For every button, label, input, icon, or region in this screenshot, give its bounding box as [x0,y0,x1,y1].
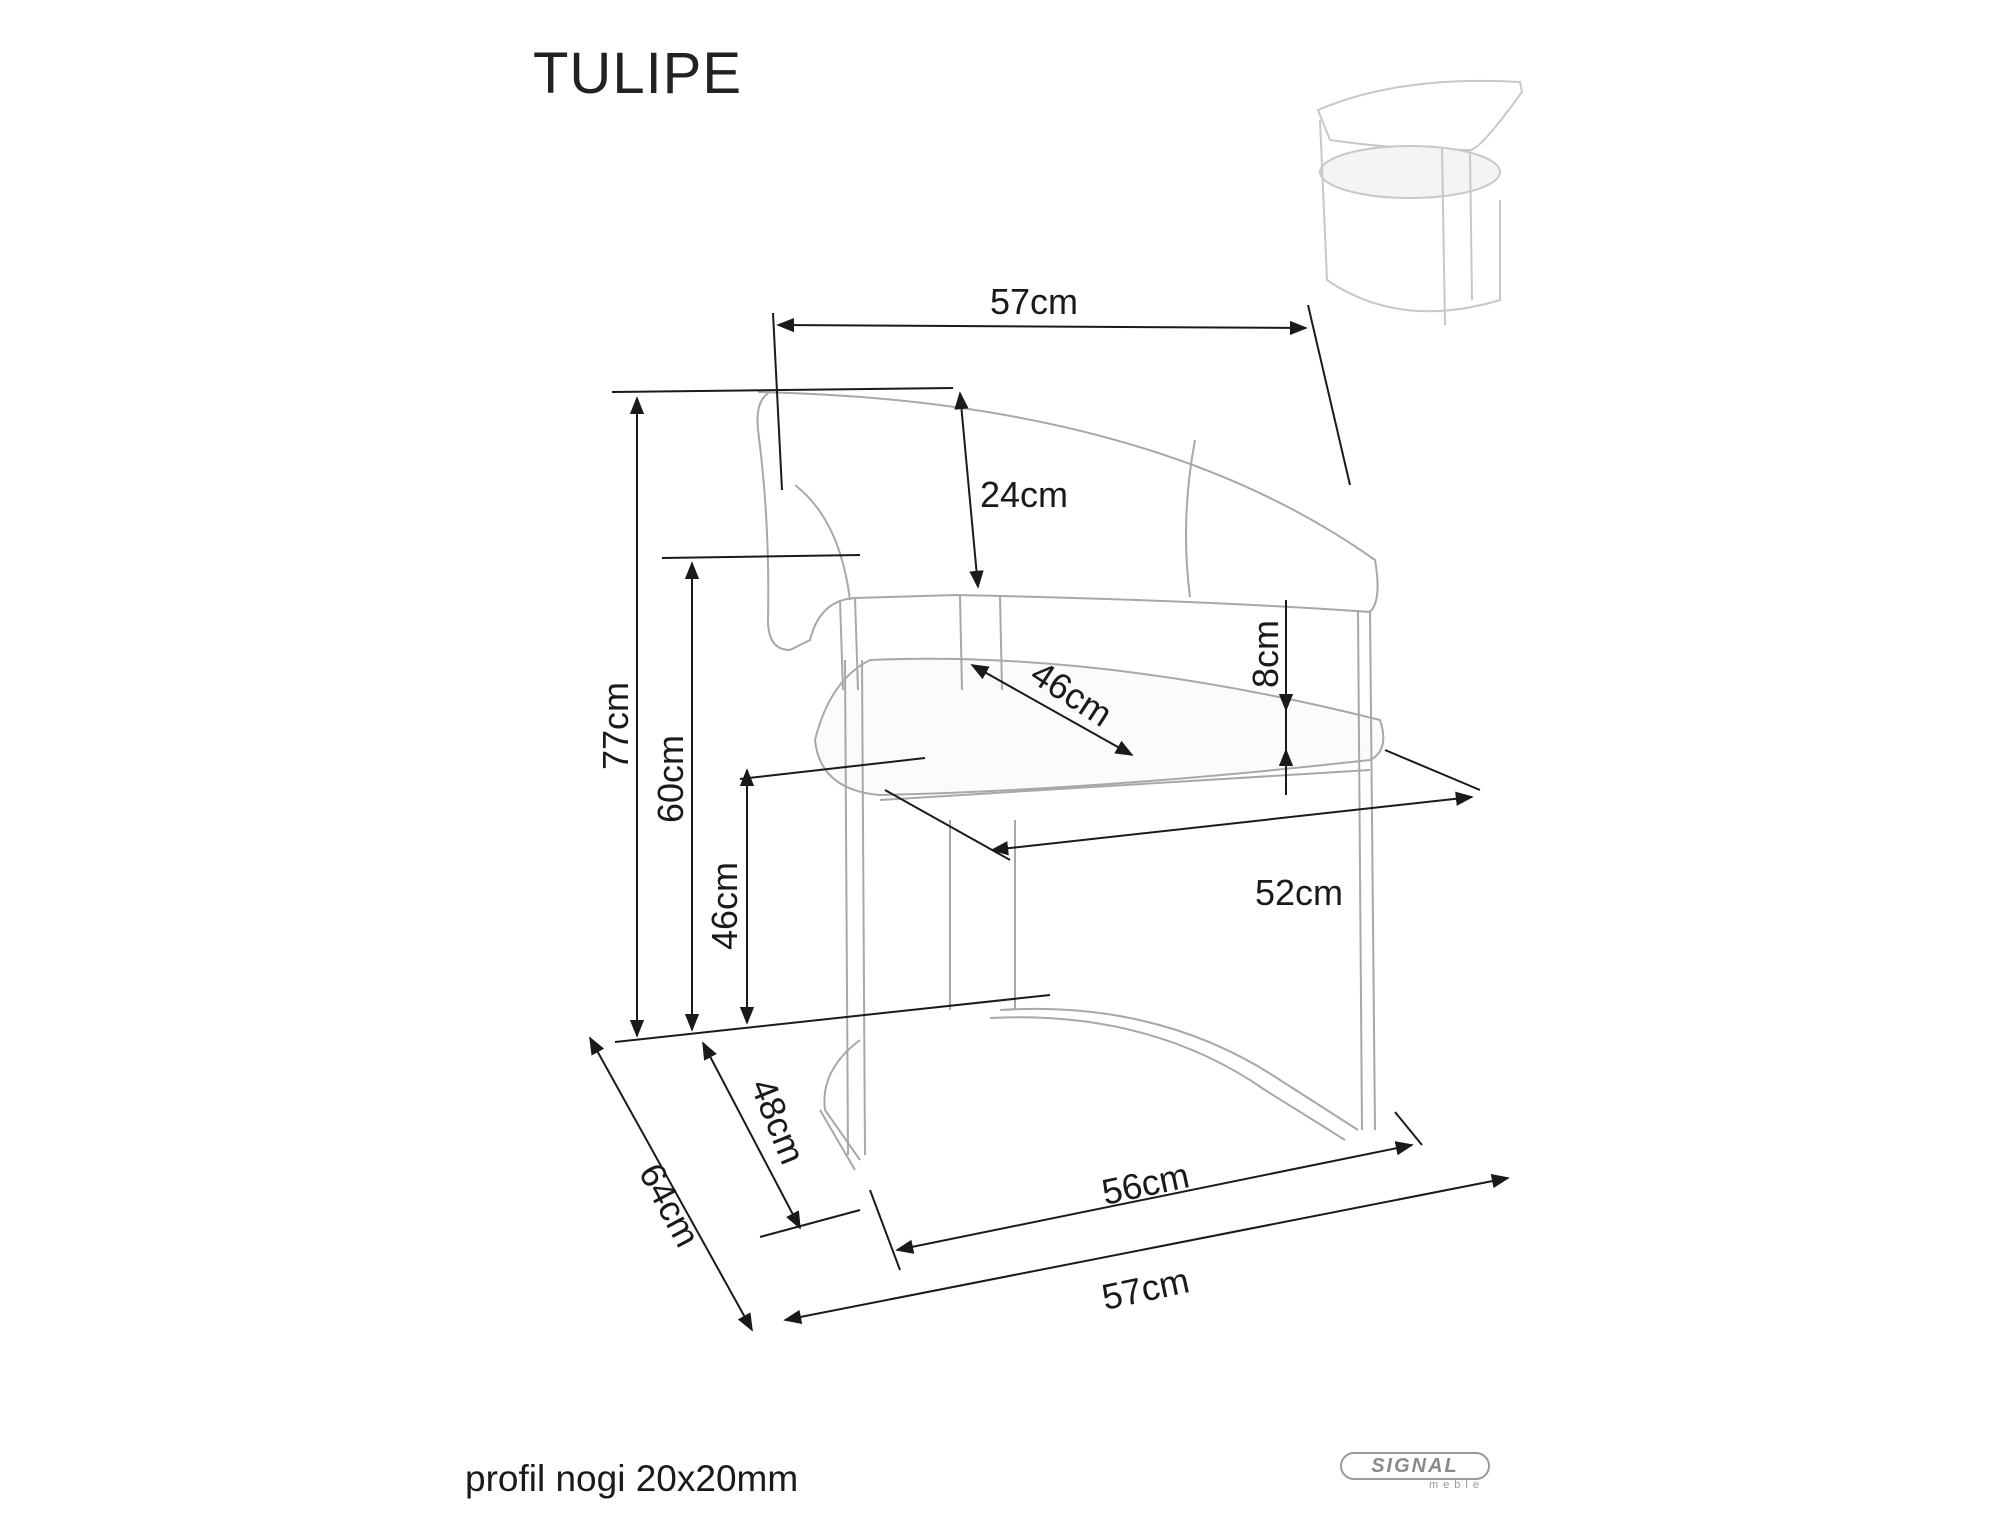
chair-sketch [756,391,1385,1171]
logo-brand: SIGNAL [1340,1452,1490,1480]
dim-backrest-height: 24cm [980,474,1068,515]
dim-total-width: 57cm [1098,1259,1193,1317]
product-title: TULIPE [533,41,743,106]
dim-armrest-height: 60cm [650,735,691,823]
logo-sub: meble [1429,1479,1484,1491]
dim-seat-height: 46cm [704,862,745,950]
dim-total-depth: 64cm [631,1157,709,1254]
signal-logo: SIGNAL meble [1340,1452,1490,1496]
dim-inner-depth: 48cm [743,1073,814,1170]
dim-total-height: 77cm [595,682,636,770]
dim-base-width: 56cm [1098,1154,1193,1212]
leg-profile-note: profil nogi 20x20mm [465,1458,799,1499]
dim-seat-thickness: 8cm [1245,620,1286,688]
dim-top-width: 57cm [990,281,1078,322]
thumbnail-chair [1316,79,1524,326]
dim-seat-width: 52cm [1255,872,1343,913]
dimension-lines [589,304,1510,1332]
